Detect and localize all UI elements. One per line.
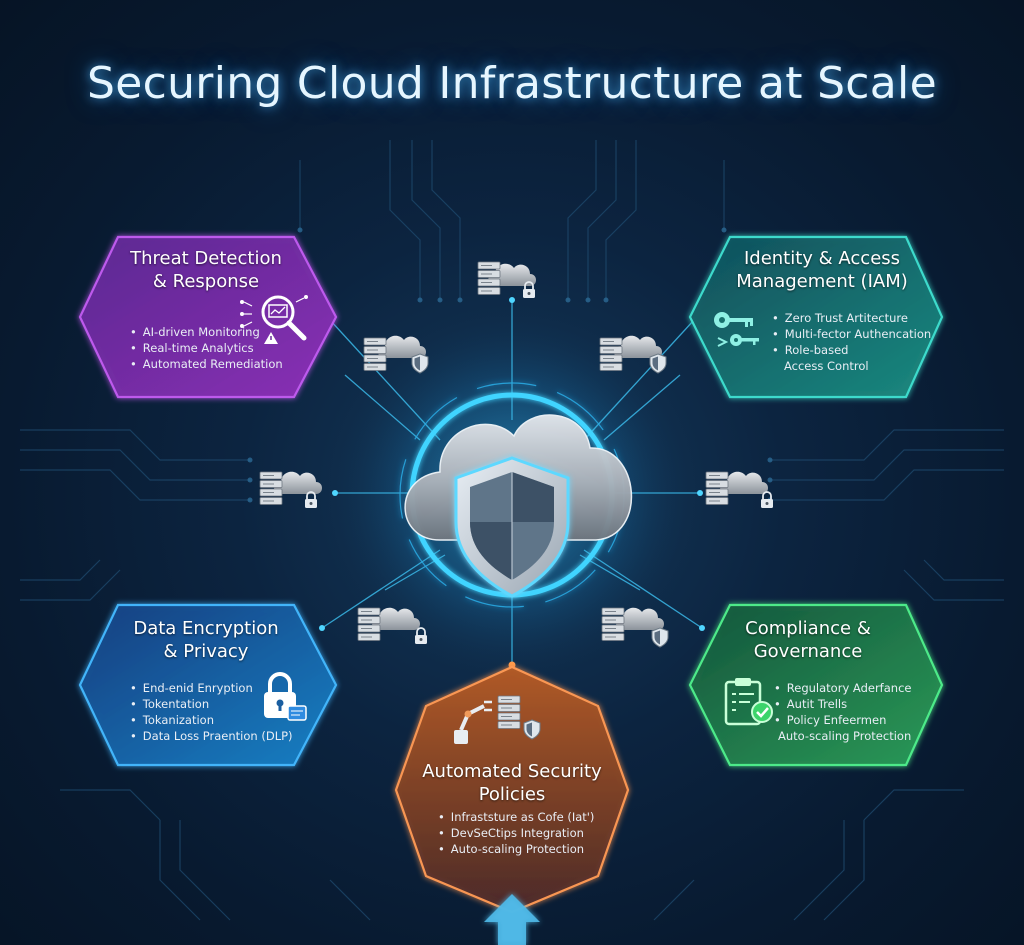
server-cloud-lock-icon-right — [705, 471, 774, 509]
panel-compliance: Compliance & Governance — [700, 617, 916, 663]
circuit-traces — [20, 140, 1004, 921]
panel-threat: Threat Detection & Response — [96, 247, 316, 293]
list-item: Automated Remediation — [130, 356, 283, 372]
server-cloud-lock-icon-left — [259, 471, 322, 509]
panel-policies-title: Automated Security Policies — [422, 761, 602, 805]
panel-threat-bullets: AI-driven Monitoring Real-time Analytics… — [130, 324, 283, 372]
list-item: Multi-fector Authencation — [772, 326, 931, 342]
panel-encryption-bullets: End-enid Enryption Tokentation Tokanizat… — [130, 680, 293, 744]
panel-policies-bullets: Infraststure as Cofe (Iat') DevSeCtips I… — [438, 809, 595, 857]
list-item: End-enid Enryption — [130, 680, 293, 696]
panel-threat-title: Threat Detection & Response — [130, 248, 282, 292]
central-shield-icon — [454, 456, 570, 598]
clipboard-check-icon — [724, 678, 773, 726]
list-item: Policy Enfeermen — [774, 712, 911, 728]
keys-icon — [714, 312, 759, 347]
panel-iam: Identity & Access Management (IAM) — [706, 247, 938, 293]
panel-compliance-title: Compliance & Governance — [745, 618, 871, 662]
connector-lines — [321, 300, 703, 665]
list-item: DevSeCtips Integration — [438, 825, 594, 841]
list-item: Tokanization — [130, 712, 293, 728]
panel-iam-bullets: Zero Trust Artitecture Multi-fector Auth… — [772, 310, 931, 374]
list-item: Auto-scaling Protection — [778, 729, 912, 743]
list-item: Autit Trells — [774, 696, 911, 712]
robot-arm-server-icon — [454, 695, 541, 744]
panel-iam-title: Identity & Access Management (IAM) — [736, 248, 908, 292]
panel-encryption: Data Encryption & Privacy — [96, 617, 316, 663]
list-item: Access Control — [784, 359, 869, 373]
panel-encryption-title: Data Encryption & Privacy — [133, 618, 279, 662]
list-item: Tokentation — [130, 696, 293, 712]
list-item: AI-driven Monitoring — [130, 324, 283, 340]
up-arrow-icon — [484, 894, 540, 945]
page-title: Securing Cloud Infrastructure at Scale — [87, 58, 937, 109]
list-item: Role-based — [772, 342, 931, 358]
list-item: Infraststure as Cofe (Iat') — [438, 809, 595, 825]
list-item: Data Loss Praention (DLP) — [130, 728, 293, 744]
list-item: Real-time Analytics — [130, 340, 283, 356]
list-item: Auto-scaling Protection — [438, 841, 594, 857]
list-item: Zero Trust Artitecture — [772, 310, 931, 326]
list-item: Regulatory Aderfance — [774, 680, 912, 696]
server-cloud-lock-icon-top — [477, 261, 536, 299]
panel-policies: Automated Security Policies — [400, 760, 624, 806]
panel-compliance-bullets: Regulatory Aderfance Autit Trells Policy… — [774, 680, 911, 744]
